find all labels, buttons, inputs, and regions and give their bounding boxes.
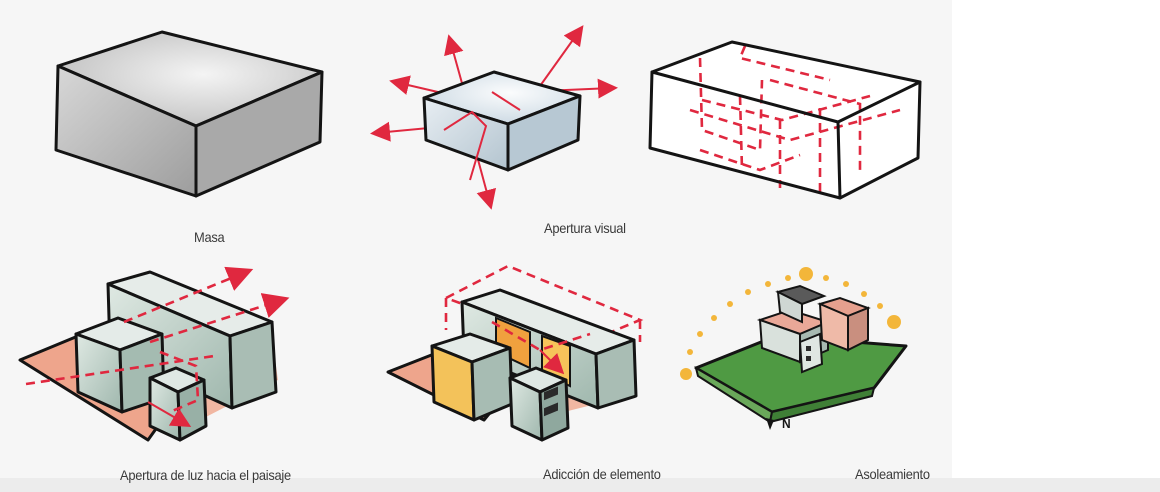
caption-apertura-luz: Apertura de luz hacia el paisaje — [120, 467, 291, 483]
apertura-visual-inner-arrows — [443, 91, 521, 181]
adiccion-sketch — [386, 264, 644, 442]
caption-apertura-visual: Apertura visual — [544, 220, 626, 236]
north-label: N — [782, 416, 791, 431]
apertura-visual-block — [422, 70, 582, 172]
caption-adiccion: Adicción de elemento — [543, 466, 661, 482]
masa-block — [54, 30, 324, 198]
sun-path-dots — [680, 267, 901, 380]
asoleamiento-sketch — [680, 267, 908, 430]
caption-asoleamiento: Asoleamiento — [855, 466, 930, 482]
bottom-strip — [0, 478, 1160, 492]
wireframe-box — [648, 40, 922, 200]
caption-masa: Masa — [194, 229, 225, 245]
apertura-luz-sketch — [18, 266, 290, 442]
